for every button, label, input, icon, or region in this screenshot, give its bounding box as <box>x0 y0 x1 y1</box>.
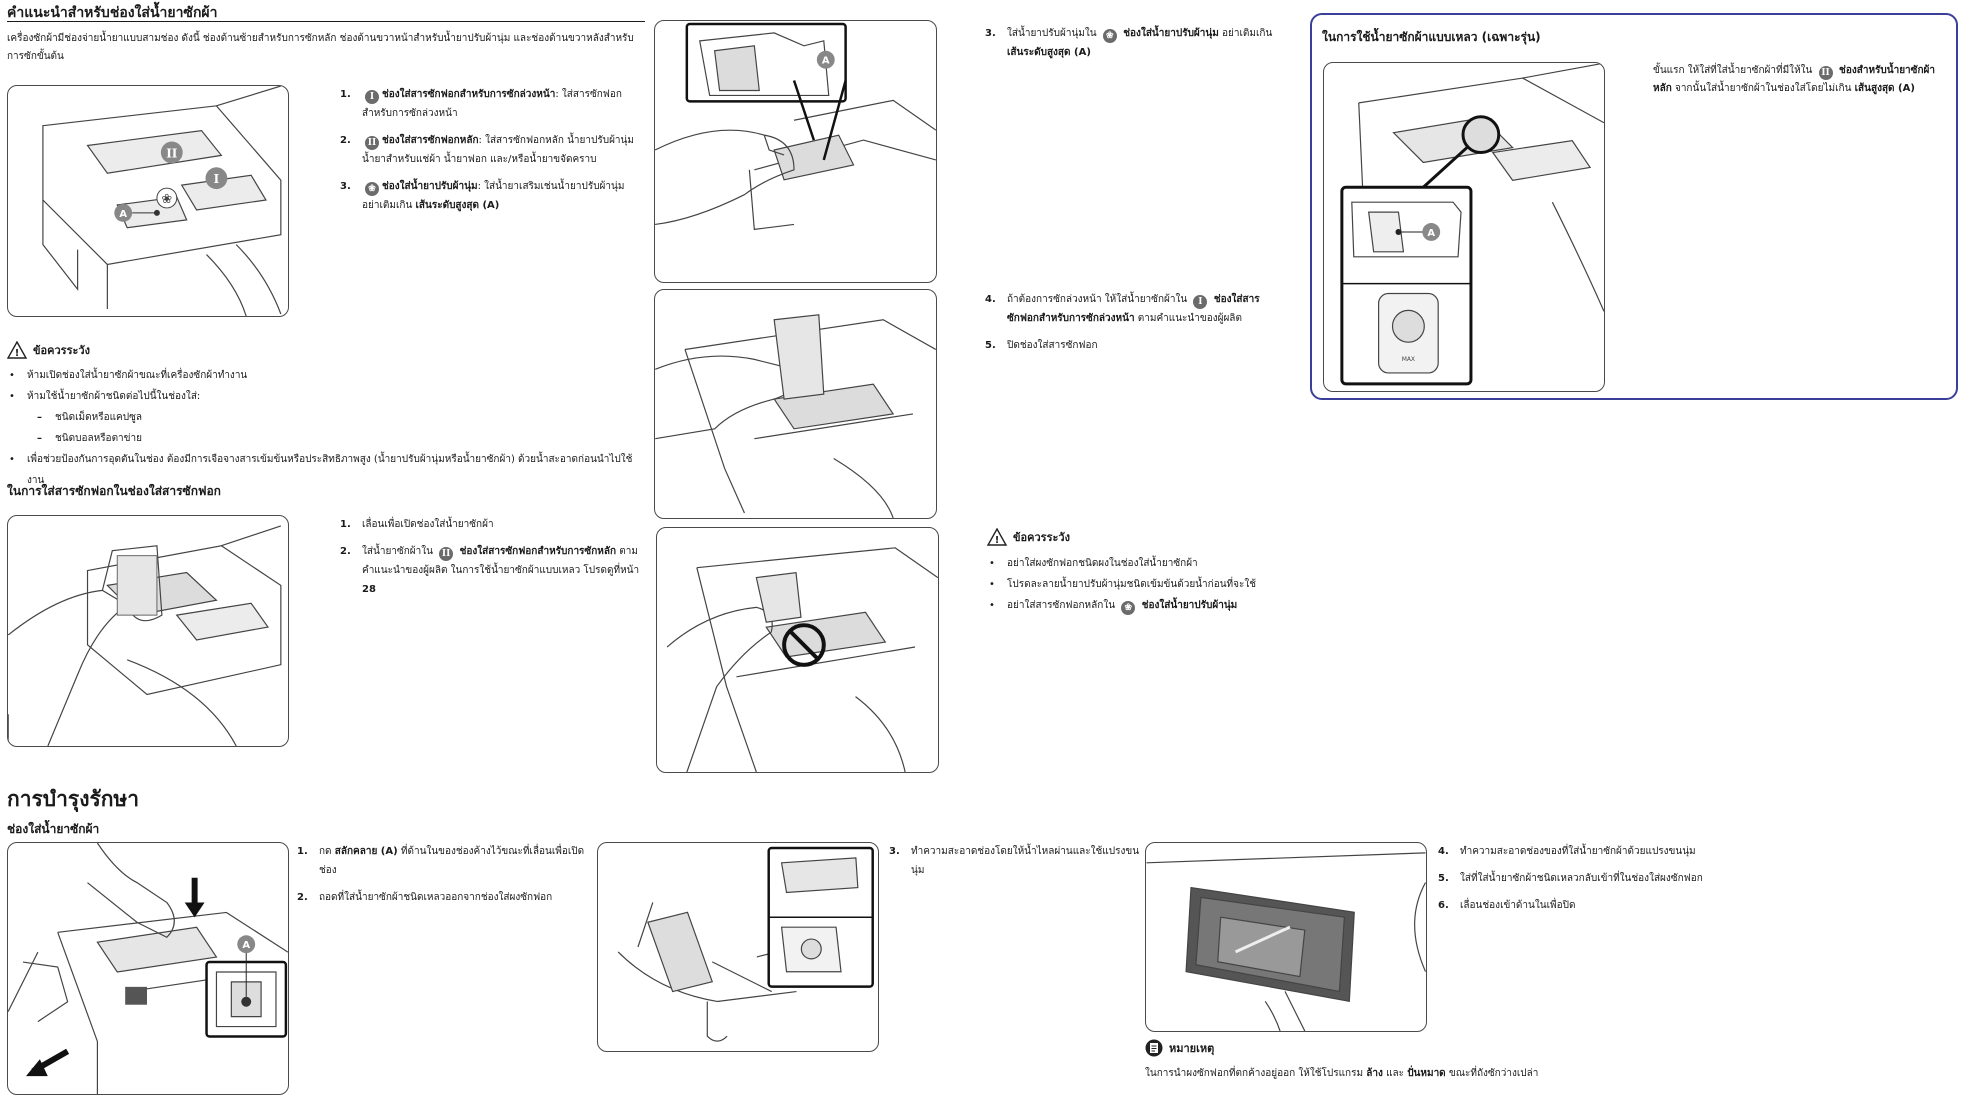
liquid-detergent-text: ขั้นแรก ให้ใส่ที่ใส่น้ำยาซักผ้าที่มีให้ใ… <box>1653 65 1935 94</box>
figure-no-powder <box>656 527 939 773</box>
dispenser-intro: เครื่องซักผ้ามีช่องจ่ายน้ำยาแบบสามช่อง ด… <box>7 33 634 62</box>
adding-step-1: 1.เลื่อนเพื่อเปิดช่องใส่น้ำยาซักผ้า <box>340 519 494 530</box>
roman-II-icon: II <box>439 547 454 561</box>
maintenance-step-2: 2.ถอดที่ใส่น้ำยาซักผ้าชนิดเหลวออกจากช่อง… <box>297 892 553 903</box>
note-title: หมายเหตุ <box>1169 1042 1215 1055</box>
section-title-maintenance: การบำรุงรักษา <box>7 787 140 811</box>
subtitle-dispenser: ช่องใส่น้ำยาซักผ้า <box>7 822 100 836</box>
figure-rinse-drawer <box>597 842 879 1052</box>
adding-step-2: 2.ใส่น้ำยาซักผ้าใน II ช่องใส่สารซักฟอกสำ… <box>340 546 640 595</box>
section-title-dispenser: คำแนะนำสำหรับช่องใส่น้ำยาซักผ้า <box>7 5 218 21</box>
label-I: I <box>214 172 220 186</box>
note-icon <box>1145 1039 1163 1057</box>
maintenance-step-5: 5.ใส่ที่ใส่น้ำยาซักผ้าชนิดเหลวกลับเข้าที… <box>1438 873 1703 884</box>
roman-I-icon: I <box>365 90 379 104</box>
no-powder-illustration <box>666 547 938 772</box>
maintenance-steps-c: 4.ทำความสะอาดช่องของที่ใส่น้ำยาซักผ้าด้ว… <box>1438 842 1758 923</box>
dispenser-step-3: 3. ❀ช่องใส่น้ำยาปรับผ้านุ่ม: ใส่น้ำยาเสร… <box>340 181 625 211</box>
label-A-marker: A <box>237 935 256 954</box>
release-lever-illustration: A <box>8 843 288 1094</box>
liquid-detergent-panel <box>1310 13 1958 400</box>
figure-clean-recess <box>1145 842 1427 1032</box>
softener-pour-illustration: A <box>655 22 936 231</box>
label-A-marker: A <box>816 50 835 69</box>
warning-triangle-icon: ! <box>7 341 27 359</box>
title-underline <box>7 21 645 22</box>
rinse-drawer-illustration <box>617 846 874 1042</box>
middle-step-4: 4.ถ้าต้องการซักล่วงหน้า ให้ใส่น้ำยาซักผ้… <box>985 294 1260 324</box>
caution-list-1: ห้ามเปิดช่องใส่น้ำยาซักผ้าขณะที่เครื่องซ… <box>7 365 647 491</box>
section-title-liquid: ในการใช้น้ำยาซักผ้าแบบเหลว (เฉพาะรุ่น) <box>1322 30 1541 44</box>
liquid-detergent-illustration: A MAX <box>1340 63 1604 386</box>
roman-II-icon: II <box>365 136 379 150</box>
maintenance-steps-b: 3.ทำความสะอาดช่องโดยให้น้ำไหลผ่านและใช้แ… <box>889 842 1149 888</box>
svg-text:!: ! <box>995 535 1000 546</box>
adding-steps-list: 1.เลื่อนเพื่อเปิดช่องใส่น้ำยาซักผ้า 2.ใส… <box>340 515 640 607</box>
roman-I-icon: I <box>1193 295 1208 309</box>
warning-triangle-icon: ! <box>987 528 1007 546</box>
caution-header-2: ! ข้อควรระวัง <box>987 528 1070 546</box>
open-drawer-illustration <box>8 525 282 746</box>
figure-release-lever: A <box>7 842 289 1095</box>
figure-open-drawer <box>7 515 289 747</box>
compartment-II-marker: II <box>160 141 183 164</box>
caution-title-1: ข้อควรระวัง <box>33 344 90 357</box>
maintenance-step-6: 6.เลื่อนช่องเข้าด้านในเพื่อปิด <box>1438 900 1576 911</box>
softener-flower-icon: ❀ <box>365 182 379 196</box>
caution2-item: อย่าใส่ผงซักฟอกชนิดผงในช่องใส่น้ำยาซักผ้… <box>987 553 1307 574</box>
caution1-item: ห้ามเปิดช่องใส่น้ำยาซักผ้าขณะที่เครื่องซ… <box>7 365 647 386</box>
softener-flower-icon: ❀ <box>1121 601 1136 615</box>
prohibited-icon <box>782 623 826 667</box>
caution-list-2: อย่าใส่ผงซักฟอกชนิดผงในช่องใส่น้ำยาซักผ้… <box>987 553 1307 616</box>
caution-title-2: ข้อควรระวัง <box>1013 531 1070 544</box>
dispenser-compartments-illustration: II I ❀ A <box>42 86 282 316</box>
maintenance-step-4: 4.ทำความสะอาดช่องของที่ใส่น้ำยาซักผ้าด้ว… <box>1438 846 1696 857</box>
prewash-pour-illustration <box>655 314 936 518</box>
caution2-item: โปรดละลายน้ำยาปรับผ้านุ่มชนิดเข้มข้นด้วย… <box>987 574 1307 595</box>
label-II: II <box>166 146 178 160</box>
clean-recess-illustration <box>1146 852 1426 1031</box>
middle-step-5: 5.ปิดช่องใส่สารซักฟอก <box>985 340 1098 351</box>
section-title-adding-detergent: ในการใส่สารซักฟอกในช่องใส่สารซักฟอก <box>7 484 221 498</box>
svg-text:❀: ❀ <box>161 192 172 207</box>
caution1-item: เพื่อช่วยป้องกันการอุดตันในช่อง ต้องมีกา… <box>7 449 647 491</box>
label-A-marker: A <box>1422 223 1441 241</box>
label-A-marker: A <box>114 203 133 222</box>
maintenance-steps-a: 1.กด สลักคลาย (A) ที่ด้านในของช่องค้างไว… <box>297 842 597 915</box>
caution1-subitem: ชนิดบอลหรือตาข่าย <box>7 428 647 449</box>
note-text: ในการนำผงซักฟอกที่ตกค้างอยู่ออก ให้ใช้โป… <box>1145 1068 1539 1079</box>
svg-text:!: ! <box>15 348 20 359</box>
roman-II-icon: II <box>1818 66 1833 80</box>
caution2-item: อย่าใส่สารซักฟอกหลักใน ❀ ช่องใส่น้ำยาปรั… <box>987 595 1307 616</box>
softener-flower-icon: ❀ <box>1102 29 1117 43</box>
compartment-I-marker: I <box>205 167 228 190</box>
note-header: หมายเหตุ <box>1145 1039 1214 1057</box>
maintenance-step-1: 1.กด สลักคลาย (A) ที่ด้านในของช่องค้างไว… <box>297 846 585 876</box>
middle-steps-4-5: 4.ถ้าต้องการซักล่วงหน้า ให้ใส่น้ำยาซักผ้… <box>985 290 1290 363</box>
softener-flower-icon: ❀ <box>156 187 178 209</box>
middle-step-3: 3.ใส่น้ำยาปรับผ้านุ่มใน ❀ ช่องใส่น้ำยาปร… <box>985 28 1273 58</box>
svg-text:A: A <box>242 940 250 951</box>
caution1-item: ห้ามใช้น้ำยาซักผ้าชนิดต่อไปนี้ในช่องใส่: <box>7 386 647 407</box>
caution1-subitem: ชนิดเม็ดหรือแคปซูล <box>7 407 647 428</box>
svg-text:A: A <box>822 56 830 67</box>
svg-text:A: A <box>1427 228 1435 239</box>
svg-text:A: A <box>119 209 127 220</box>
figure-softener-pour: A <box>654 20 937 283</box>
figure-prewash-pour <box>654 289 937 519</box>
maintenance-step-3: 3.ทำความสะอาดช่องโดยให้น้ำไหลผ่านและใช้แ… <box>889 846 1140 876</box>
max-line-label: MAX <box>1402 356 1415 363</box>
figure-dispenser-compartments: II I ❀ A <box>7 85 289 317</box>
caution-header-1: ! ข้อควรระวัง <box>7 341 90 359</box>
figure-liquid-detergent: A MAX <box>1323 62 1605 392</box>
